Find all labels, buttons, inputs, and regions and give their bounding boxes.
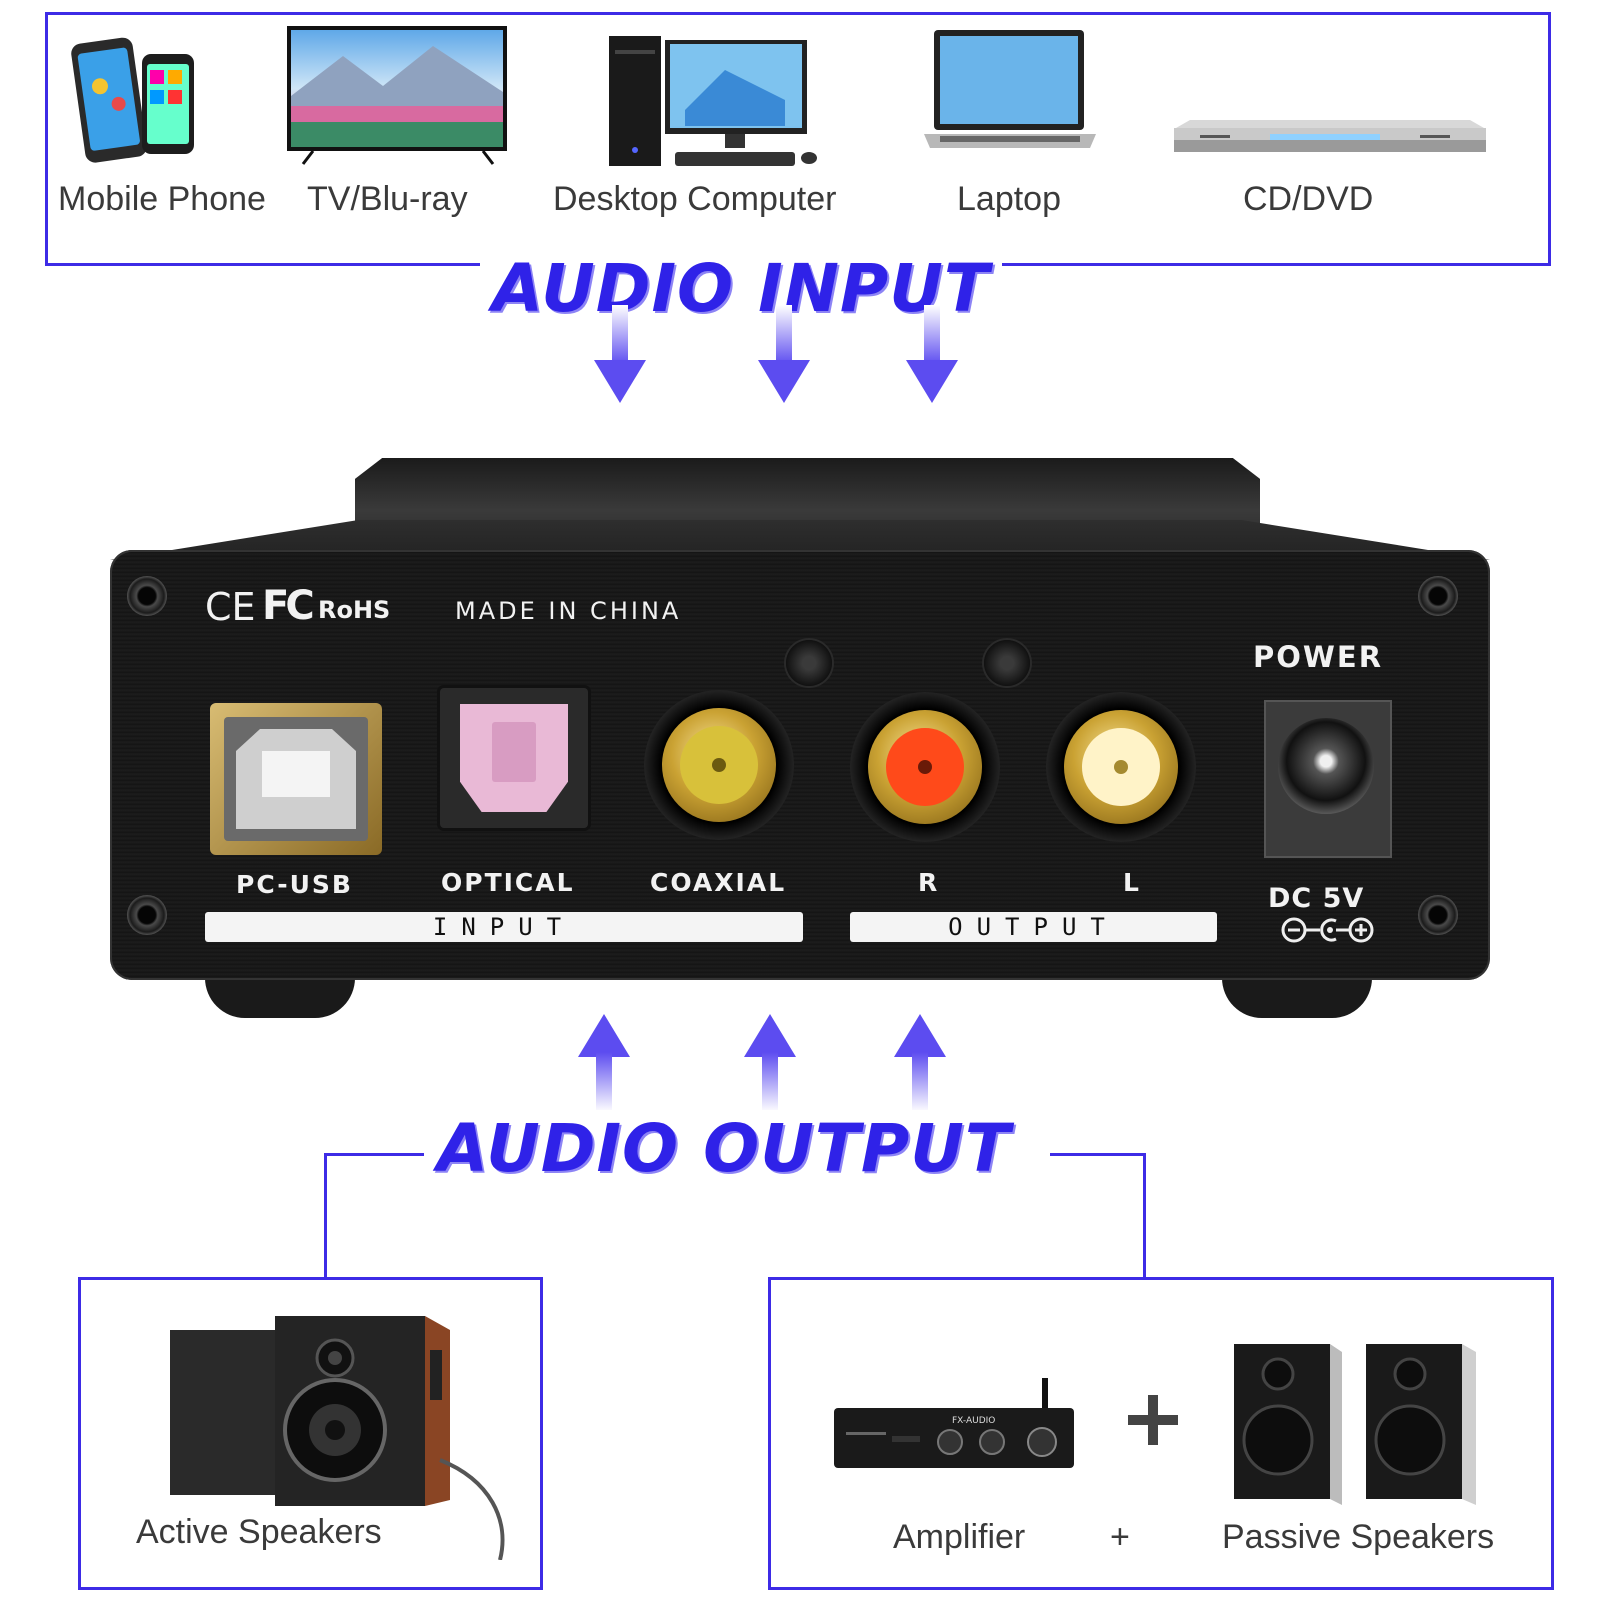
output-connector-line-left-drop xyxy=(324,1153,327,1277)
source-label-desktop-computer: Desktop Computer xyxy=(553,180,837,218)
passive-speakers-label: Passive Speakers xyxy=(1222,1518,1495,1556)
output-connector-line-right-drop xyxy=(1143,1153,1146,1277)
active-speakers-label: Active Speakers xyxy=(136,1513,382,1551)
input-band: INPUT xyxy=(205,912,803,942)
corner-screw xyxy=(1418,895,1458,935)
corner-screw xyxy=(1418,576,1458,616)
made-in-label: MADE IN CHINA xyxy=(455,597,682,625)
power-label: POWER xyxy=(1253,640,1384,674)
active-speakers-frame xyxy=(78,1277,543,1590)
down-arrow-icon xyxy=(758,305,810,403)
rohs-mark: RoHS xyxy=(318,596,391,624)
device-foot-left xyxy=(205,978,355,1018)
device-foot-right xyxy=(1222,978,1372,1018)
audio-output-title: AUDIO OUTPUT xyxy=(425,1110,1023,1187)
dc-5v-label: DC 5V xyxy=(1268,883,1365,914)
dc-power-jack[interactable] xyxy=(1264,700,1392,858)
up-arrow-icon xyxy=(578,1014,630,1112)
l-label: L xyxy=(1123,868,1141,897)
amp-brand-text: FX-AUDIO xyxy=(952,1416,995,1426)
r-label: R xyxy=(918,868,940,897)
source-label-cd-dvd: CD/DVD xyxy=(1243,180,1374,218)
output-connector-line-right xyxy=(1050,1153,1146,1156)
coaxial-label: COAXIAL xyxy=(650,868,787,897)
dc-polarity-icon xyxy=(1281,917,1374,943)
down-arrow-icon xyxy=(594,305,646,403)
corner-screw xyxy=(127,895,167,935)
desktop-computer-image xyxy=(609,36,817,166)
output-band: OUTPUT xyxy=(850,912,1217,942)
cd-dvd-player-image xyxy=(1174,120,1486,152)
coaxial-rca-jack[interactable] xyxy=(644,690,794,840)
laptop-image xyxy=(924,30,1096,148)
up-arrow-icon xyxy=(744,1014,796,1112)
plus-icon xyxy=(1128,1395,1178,1445)
panel-screw xyxy=(786,640,832,686)
amplifier-image: FX-AUDIO xyxy=(834,1378,1074,1468)
optical-port[interactable] xyxy=(440,688,588,828)
ce-mark: CE xyxy=(205,585,256,629)
source-label-tv-bluray: TV/Blu-ray xyxy=(307,180,468,218)
panel-screw xyxy=(984,640,1030,686)
usb-b-port[interactable] xyxy=(210,703,382,855)
up-arrow-icon xyxy=(894,1014,946,1112)
corner-screw xyxy=(127,576,167,616)
fcc-mark: FC xyxy=(262,583,315,629)
passive-speakers-image xyxy=(1234,1344,1476,1505)
down-arrow-icon xyxy=(906,305,958,403)
amplifier-label: Amplifier xyxy=(893,1518,1026,1556)
output-r-rca-jack[interactable] xyxy=(850,692,1000,842)
active-speakers-image xyxy=(170,1316,505,1560)
amp-passive-frame xyxy=(768,1277,1554,1590)
pc-usb-label: PC-USB xyxy=(236,870,353,899)
plus-label: + xyxy=(1110,1518,1130,1556)
mobile-phone-image xyxy=(71,37,194,163)
source-label-mobile-phone: Mobile Phone xyxy=(58,180,266,218)
output-l-rca-jack[interactable] xyxy=(1046,692,1196,842)
source-label-laptop: Laptop xyxy=(957,180,1061,218)
optical-label: OPTICAL xyxy=(441,868,575,897)
audio-input-title: AUDIO INPUT xyxy=(480,250,1002,327)
tv-image xyxy=(287,26,507,165)
output-connector-line-left xyxy=(324,1153,424,1156)
